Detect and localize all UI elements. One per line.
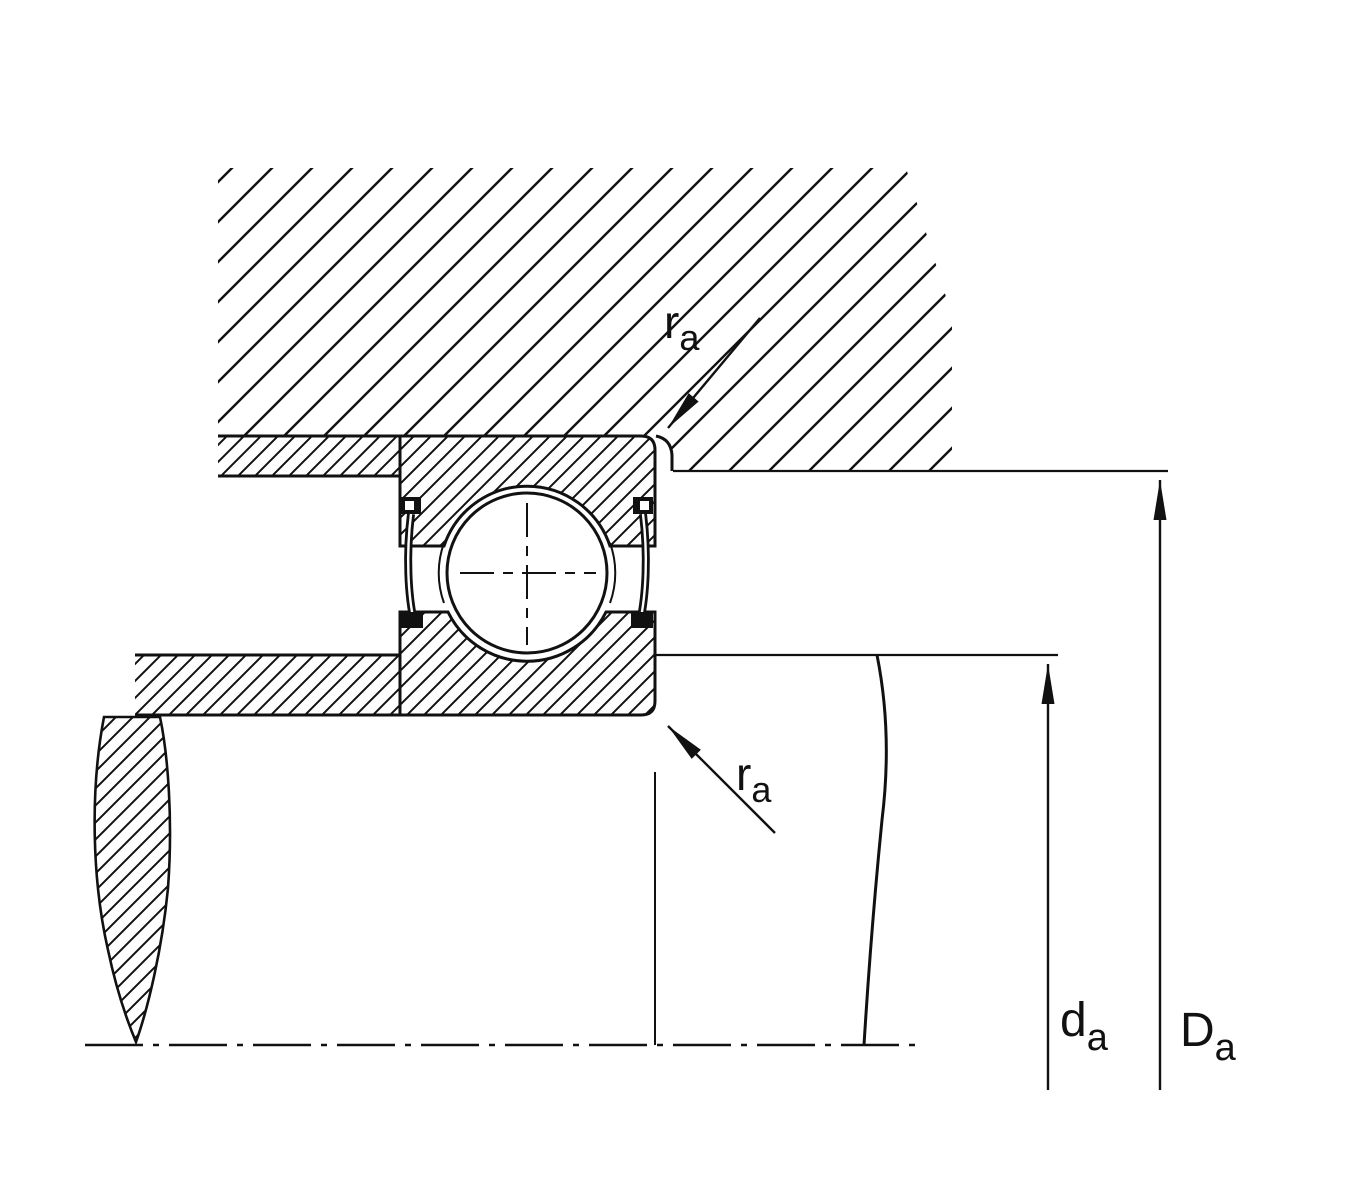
raceway-arc-right [609, 542, 617, 604]
outer-ring-section [398, 434, 657, 548]
seal-right [631, 497, 653, 628]
seal-right-anchor-notch [640, 501, 649, 510]
label-ra-top: ra [664, 296, 700, 358]
housing-section-hatch [218, 168, 952, 471]
shaft-abutment-strip [135, 655, 400, 715]
raceway-arc-left [437, 542, 445, 604]
seal-right-lip [631, 612, 653, 628]
seal-left [401, 497, 423, 628]
label-da: da [1060, 994, 1109, 1059]
ra-bottom-leader [667, 725, 776, 834]
ra-top-leader [667, 317, 761, 429]
inner-ring-section [398, 610, 657, 717]
shaft-break-section [93, 715, 172, 1046]
seal-left-anchor-notch [405, 501, 414, 510]
label-ra-bottom: ra [736, 748, 772, 810]
label-Da: Da [1180, 1004, 1237, 1069]
seal-left-lip [401, 612, 423, 628]
housing-shoulder-strip [218, 436, 400, 476]
shaft-break-curve [862, 654, 888, 1046]
housing-fillet-corner [655, 434, 674, 471]
